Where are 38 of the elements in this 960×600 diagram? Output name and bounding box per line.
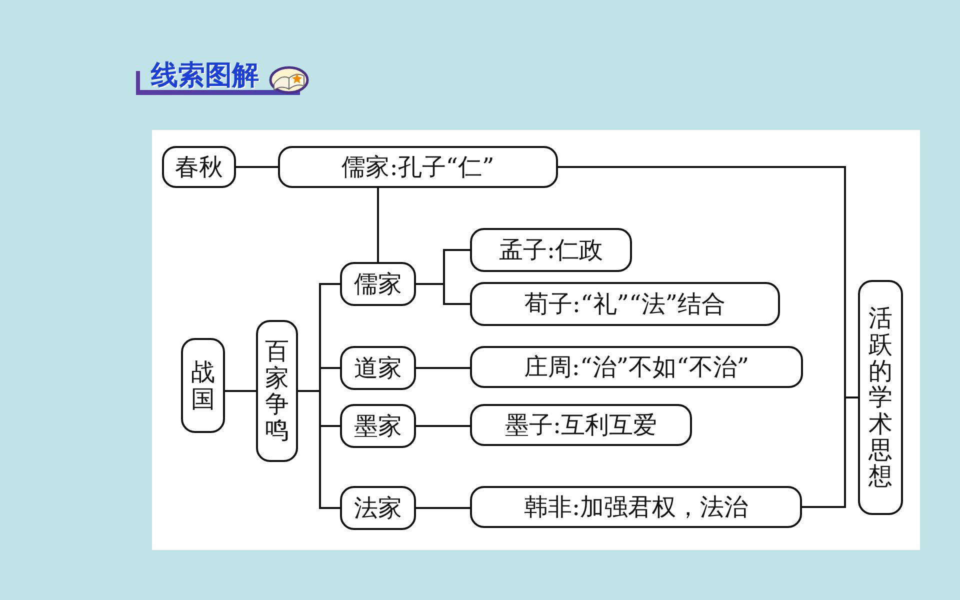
node-label: 墨家 xyxy=(354,412,402,440)
rounded-node xyxy=(470,228,632,272)
rounded-node xyxy=(340,346,416,390)
node-label: 道家 xyxy=(354,354,402,382)
connector-line xyxy=(377,188,379,262)
rounded-node xyxy=(162,146,236,188)
connector-line xyxy=(416,367,470,369)
connector-line xyxy=(225,390,256,392)
node-label: 庄周:“治”不如“不治” xyxy=(524,352,750,382)
rounded-node xyxy=(340,486,416,530)
connector-line xyxy=(416,425,470,427)
node-label: 儒家:孔子“仁” xyxy=(342,152,494,182)
node-label: 法家 xyxy=(354,494,402,522)
rounded-node xyxy=(858,280,903,515)
rounded-node xyxy=(470,346,803,388)
node-label: 百家争鸣 xyxy=(265,338,289,444)
rounded-node xyxy=(278,146,558,188)
node-label: 孟子:仁政 xyxy=(498,236,604,264)
connector-line xyxy=(236,166,278,168)
rounded-node xyxy=(340,404,416,448)
connector-line xyxy=(416,283,470,305)
node-label: 春秋 xyxy=(175,152,223,182)
rounded-node xyxy=(181,338,225,433)
node-label: 战国 xyxy=(191,359,215,412)
node-label: 韩非:加强君权，法治 xyxy=(524,492,748,522)
node-label: 活跃的学术思想 xyxy=(868,305,892,490)
node-label: 墨子:互利互爱 xyxy=(504,410,658,440)
connector-line xyxy=(802,396,858,508)
title: 线索图解 xyxy=(136,61,269,95)
rounded-node xyxy=(470,486,802,528)
node-label: 荀子:“礼”“法”结合 xyxy=(524,290,726,318)
rounded-node xyxy=(470,404,692,446)
node-label: 儒家 xyxy=(354,270,402,298)
rounded-node xyxy=(256,320,298,462)
rounded-node xyxy=(340,262,416,306)
rounded-node xyxy=(470,282,780,326)
connector-line xyxy=(298,390,340,509)
connector-line xyxy=(416,507,470,509)
